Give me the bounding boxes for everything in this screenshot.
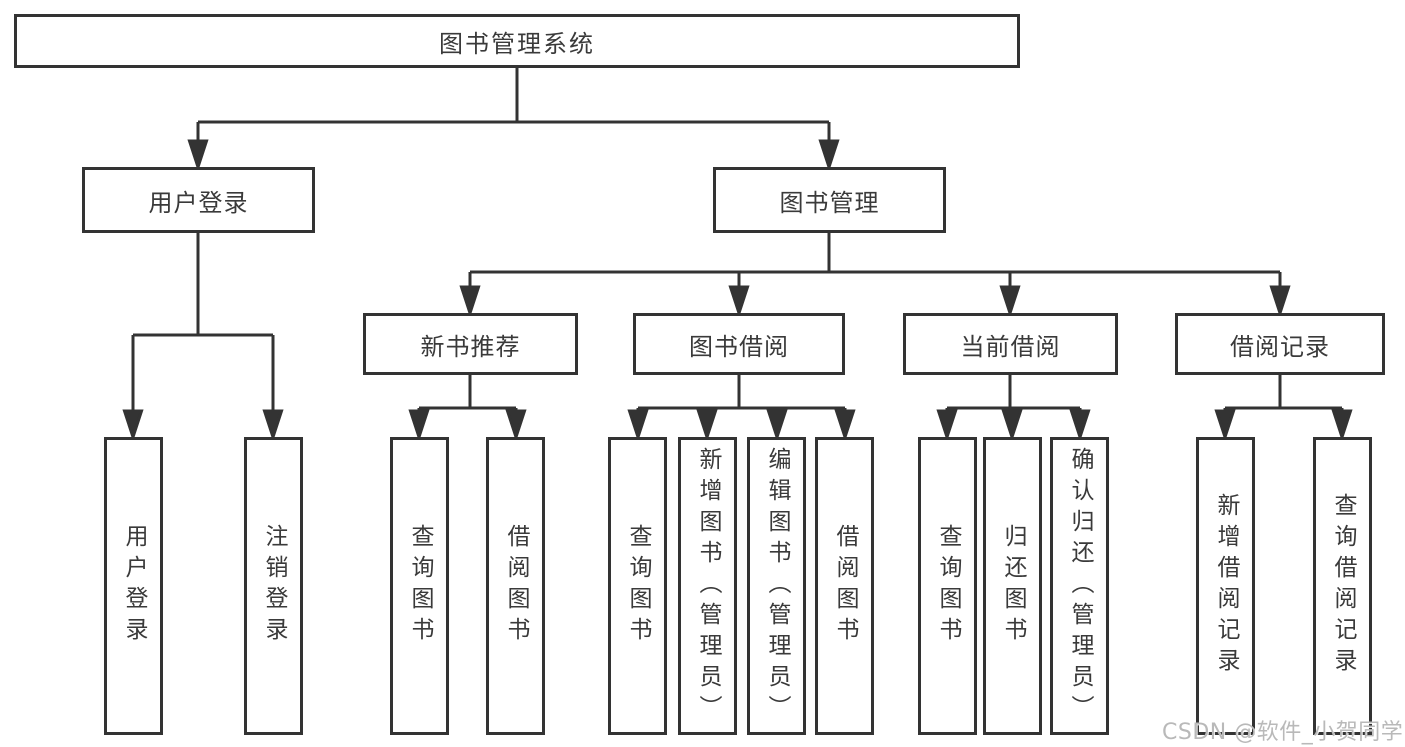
leaf-add-borrow-record: 新增借阅记录 (1196, 437, 1255, 735)
node-current-borrowing: 当前借阅 (903, 313, 1118, 375)
node-book-management: 图书管理 (713, 167, 946, 233)
leaf-edit-books-admin: 编辑图书（管理员） (747, 437, 806, 735)
connector-current-borrow-to-leaves (936, 375, 1091, 442)
leaf-label: 新增借阅记录 (1213, 493, 1239, 679)
leaf-label: 借阅图书 (832, 524, 858, 648)
connector-book-borrow-to-leaves (627, 375, 856, 442)
leaf-query-borrow-record: 查询借阅记录 (1313, 437, 1372, 735)
leaf-label: 查询图书 (935, 524, 961, 648)
leaf-label: 查询借阅记录 (1330, 493, 1356, 679)
connector-new-book-rec-to-leaves (408, 375, 527, 442)
leaf-label: 借阅图书 (503, 524, 529, 648)
leaf-label: 确认归还（管理员） (1067, 446, 1093, 726)
connector-root-to-level2 (187, 68, 840, 172)
node-borrowing-records: 借阅记录 (1175, 313, 1385, 375)
leaf-add-books-admin: 新增图书（管理员） (678, 437, 737, 735)
leaf-query-books-2: 查询图书 (608, 437, 667, 735)
node-user-login: 用户登录 (82, 167, 315, 233)
leaf-label: 归还图书 (1000, 524, 1026, 648)
leaf-confirm-return-admin: 确认归还（管理员） (1050, 437, 1109, 735)
leaf-query-books-3: 查询图书 (918, 437, 977, 735)
leaf-borrow-books-1: 借阅图书 (486, 437, 545, 735)
node-root-library-system: 图书管理系统 (14, 14, 1020, 68)
leaf-label: 用户登录 (121, 524, 147, 648)
leaf-return-books: 归还图书 (983, 437, 1042, 735)
connector-borrow-records-to-leaves (1214, 375, 1353, 442)
leaf-label: 编辑图书（管理员） (764, 446, 790, 726)
connector-user-login-to-leaves (122, 233, 284, 442)
leaf-label: 查询图书 (407, 524, 433, 648)
node-book-borrowing: 图书借阅 (633, 313, 845, 375)
leaf-query-books-1: 查询图书 (390, 437, 449, 735)
leaf-borrow-books-2: 借阅图书 (815, 437, 874, 735)
leaf-label: 查询图书 (625, 524, 651, 648)
leaf-label: 注销登录 (261, 524, 287, 648)
connector-book-mgmt-to-level3 (459, 233, 1291, 318)
csdn-watermark: CSDN @软件_小贺同学 (1162, 720, 1404, 745)
leaf-logout: 注销登录 (244, 437, 303, 735)
leaf-label: 新增图书（管理员） (695, 446, 721, 726)
node-new-book-recommend: 新书推荐 (363, 313, 578, 375)
leaf-user-login: 用户登录 (104, 437, 163, 735)
